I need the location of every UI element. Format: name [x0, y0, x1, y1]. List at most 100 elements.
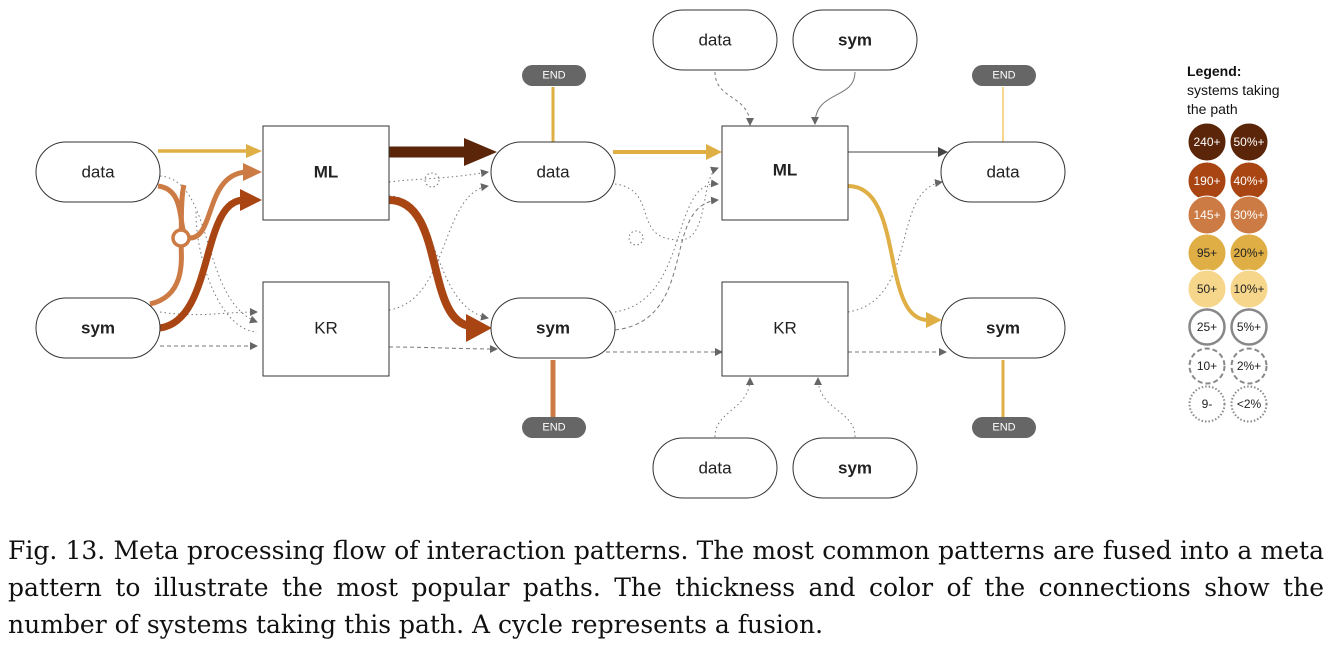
major-flows [149, 138, 942, 342]
legend-swatch-percent [1229, 269, 1269, 309]
node-input-data [35, 141, 161, 203]
edge-botdata-to-kr2-dotted [714, 377, 754, 438]
legend-swatch-count [1188, 347, 1226, 385]
node-top-data [652, 9, 778, 71]
interaction-flow-diagram: data sym ML KR data sym ML KR data sym d… [35, 9, 1280, 499]
end-label-mid-bottom: END [542, 422, 565, 434]
legend-swatch-count [1188, 385, 1226, 423]
fusion-circle-ml2 [628, 230, 644, 246]
node-ml-2 [721, 125, 849, 221]
legend-label-percent: 30%+ [1233, 208, 1264, 222]
nodes [35, 9, 1066, 499]
flow-sym-to-ml1 [159, 196, 245, 332]
node-labels: data sym ML KR data sym ML KR data sym d… [81, 31, 1020, 478]
flow-fusion-head [243, 163, 262, 181]
label-bottom-data: data [698, 459, 732, 478]
fusion-circle-input [171, 228, 191, 248]
label-out-sym: sym [986, 319, 1020, 338]
legend-swatch-percent [1230, 308, 1268, 346]
legend-label-count: 9- [1202, 397, 1213, 411]
flow-data-to-ml1-head [246, 144, 262, 158]
edge-kr-to-data-dotted [388, 183, 489, 311]
end-pill-out-bottom [972, 417, 1036, 438]
legend-label-percent: <2% [1237, 397, 1262, 411]
edge-botsym-to-kr2-dotted [814, 377, 856, 438]
label-kr-1: KR [314, 319, 338, 338]
figure-caption: Fig. 13. Meta processing flow of interac… [8, 536, 1324, 639]
label-bottom-sym: sym [838, 459, 872, 478]
legend-swatch-count [1188, 308, 1226, 346]
legend-subtitle-line1: systems taking [1187, 82, 1280, 98]
label-kr-2: KR [773, 319, 797, 338]
node-mid-data [490, 141, 616, 203]
legend-label-count: 190+ [1193, 174, 1220, 188]
label-mid-sym: sym [536, 319, 570, 338]
legend-label-percent: 20%+ [1233, 246, 1264, 260]
flow-ml2-to-sym-head [926, 312, 942, 328]
end-label-out-top: END [992, 70, 1015, 82]
legend-swatch-percent [1229, 122, 1269, 162]
edge-mdata-to-ml2-dotted [614, 166, 719, 241]
legend-label-count: 240+ [1193, 135, 1220, 149]
label-top-sym: sym [838, 31, 872, 50]
legend-label-percent: 40%+ [1233, 174, 1264, 188]
edge-msym-to-ml2-dashed [614, 196, 719, 331]
minor-connections [159, 71, 948, 438]
label-top-data: data [698, 31, 732, 50]
edge-data-to-kr-dotted [159, 175, 258, 324]
end-label-out-bottom: END [992, 422, 1015, 434]
node-kr-2 [721, 281, 849, 377]
node-input-sym [35, 297, 161, 359]
end-connectors [550, 87, 1005, 417]
legend-label-percent: 50%+ [1233, 135, 1264, 149]
node-bottom-sym [792, 437, 918, 499]
legend-subtitle-line2: the path [1187, 101, 1238, 117]
legend-items: 240+ 50%+ 190+ 40%+ 145+ 30%+ 95+ 20%+ 50+ 10%+ 25… [1187, 122, 1269, 423]
node-mid-sym [490, 297, 616, 359]
flow-ml1-to-sym [388, 196, 472, 330]
fusion-circle-ml1 [424, 172, 440, 188]
legend-swatch-count [1187, 122, 1227, 162]
legend-swatch-count [1187, 269, 1227, 309]
legend-label-count: 145+ [1193, 208, 1220, 222]
end-labels: END END END END [542, 70, 1015, 434]
end-label-mid-top: END [542, 70, 565, 82]
legend-label-count: 25+ [1197, 320, 1217, 334]
label-out-data: data [986, 163, 1020, 182]
edge-topdata-to-ml2-dashed [714, 71, 754, 126]
legend-label-count: 50+ [1197, 282, 1217, 296]
flow-ml2-to-sym [847, 184, 929, 322]
node-top-sym [792, 9, 918, 71]
legend-swatch-percent [1230, 385, 1268, 423]
legend-label-percent: 10%+ [1233, 282, 1264, 296]
flow-sym-to-ml1-head [240, 189, 262, 211]
legend: Legend: systems taking the path 240+ 50%+… [1187, 63, 1280, 423]
edge-kr2-to-data-dotted [847, 179, 943, 313]
legend-label-count: 10+ [1197, 359, 1217, 373]
label-mid-data: data [536, 163, 570, 182]
edge-topsym-to-ml2 [811, 71, 856, 125]
node-kr-1 [262, 281, 390, 377]
edge-sym-to-kr-dotted [159, 308, 258, 317]
label-ml-2: ML [773, 161, 798, 180]
label-ml-1: ML [314, 163, 339, 182]
label-input-sym: sym [81, 319, 115, 338]
end-pill-out-top [972, 65, 1036, 86]
edge-ml-to-sym-dotted [388, 195, 489, 321]
legend-label-count: 95+ [1197, 246, 1217, 260]
flow-ml1-to-data-head [464, 138, 497, 166]
legend-label-percent: 2%+ [1237, 359, 1261, 373]
legend-title: Legend: [1187, 63, 1241, 79]
label-input-data: data [81, 163, 115, 182]
node-out-data [940, 141, 1066, 203]
node-ml-1 [262, 125, 390, 221]
end-pill-mid-bottom [522, 417, 586, 438]
end-pill-mid-top [522, 65, 586, 86]
legend-swatch-percent [1230, 347, 1268, 385]
edge-data-down-dotted [195, 211, 258, 333]
edge-kr-to-sym-dashed [388, 344, 498, 353]
edge-ml-to-data-dotted [388, 169, 489, 183]
node-bottom-data [652, 437, 778, 499]
flow-ml1-to-sym-head [466, 314, 492, 342]
node-out-sym [940, 297, 1066, 359]
